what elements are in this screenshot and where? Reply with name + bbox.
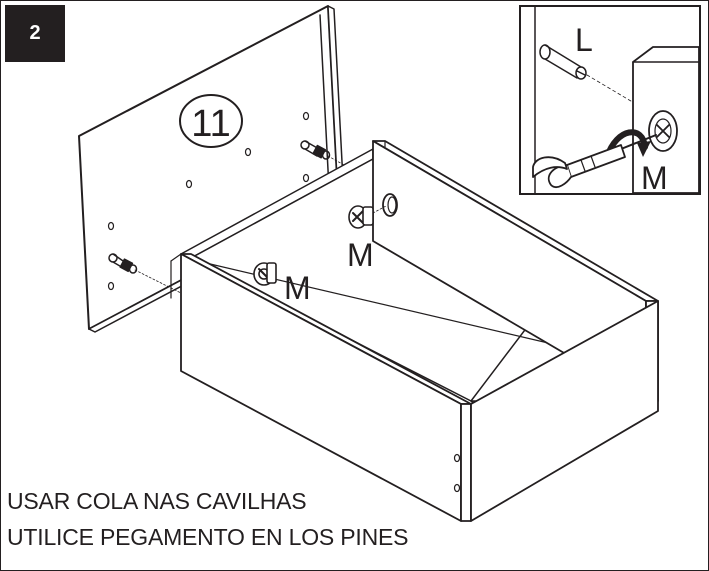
screwdriver: [532, 134, 657, 189]
cam-lock-fitting: [348, 205, 387, 229]
panel-number-label: 11: [191, 103, 230, 145]
panel-number-circle: [179, 94, 243, 148]
hardware-label-m: M: [347, 237, 374, 273]
inset-label-l: L: [575, 22, 593, 58]
cam-lock-fitting: [253, 262, 277, 286]
detail-inset: L M: [519, 5, 701, 195]
cam-hole: [382, 193, 398, 217]
caption-spanish: UTILICE PEGAMENTO EN LOS PINES: [7, 524, 409, 550]
hardware-label-m: M: [284, 270, 311, 306]
detail-illustration: L M: [532, 7, 699, 193]
dowel-pin: [108, 253, 182, 294]
step-number-badge: 2: [5, 5, 65, 62]
drawer-body: [170, 140, 659, 522]
inset-label-m: M: [641, 160, 668, 193]
caption-portuguese: USAR COLA NAS CAVILHAS: [7, 488, 307, 514]
dowel-pin: [300, 140, 377, 184]
